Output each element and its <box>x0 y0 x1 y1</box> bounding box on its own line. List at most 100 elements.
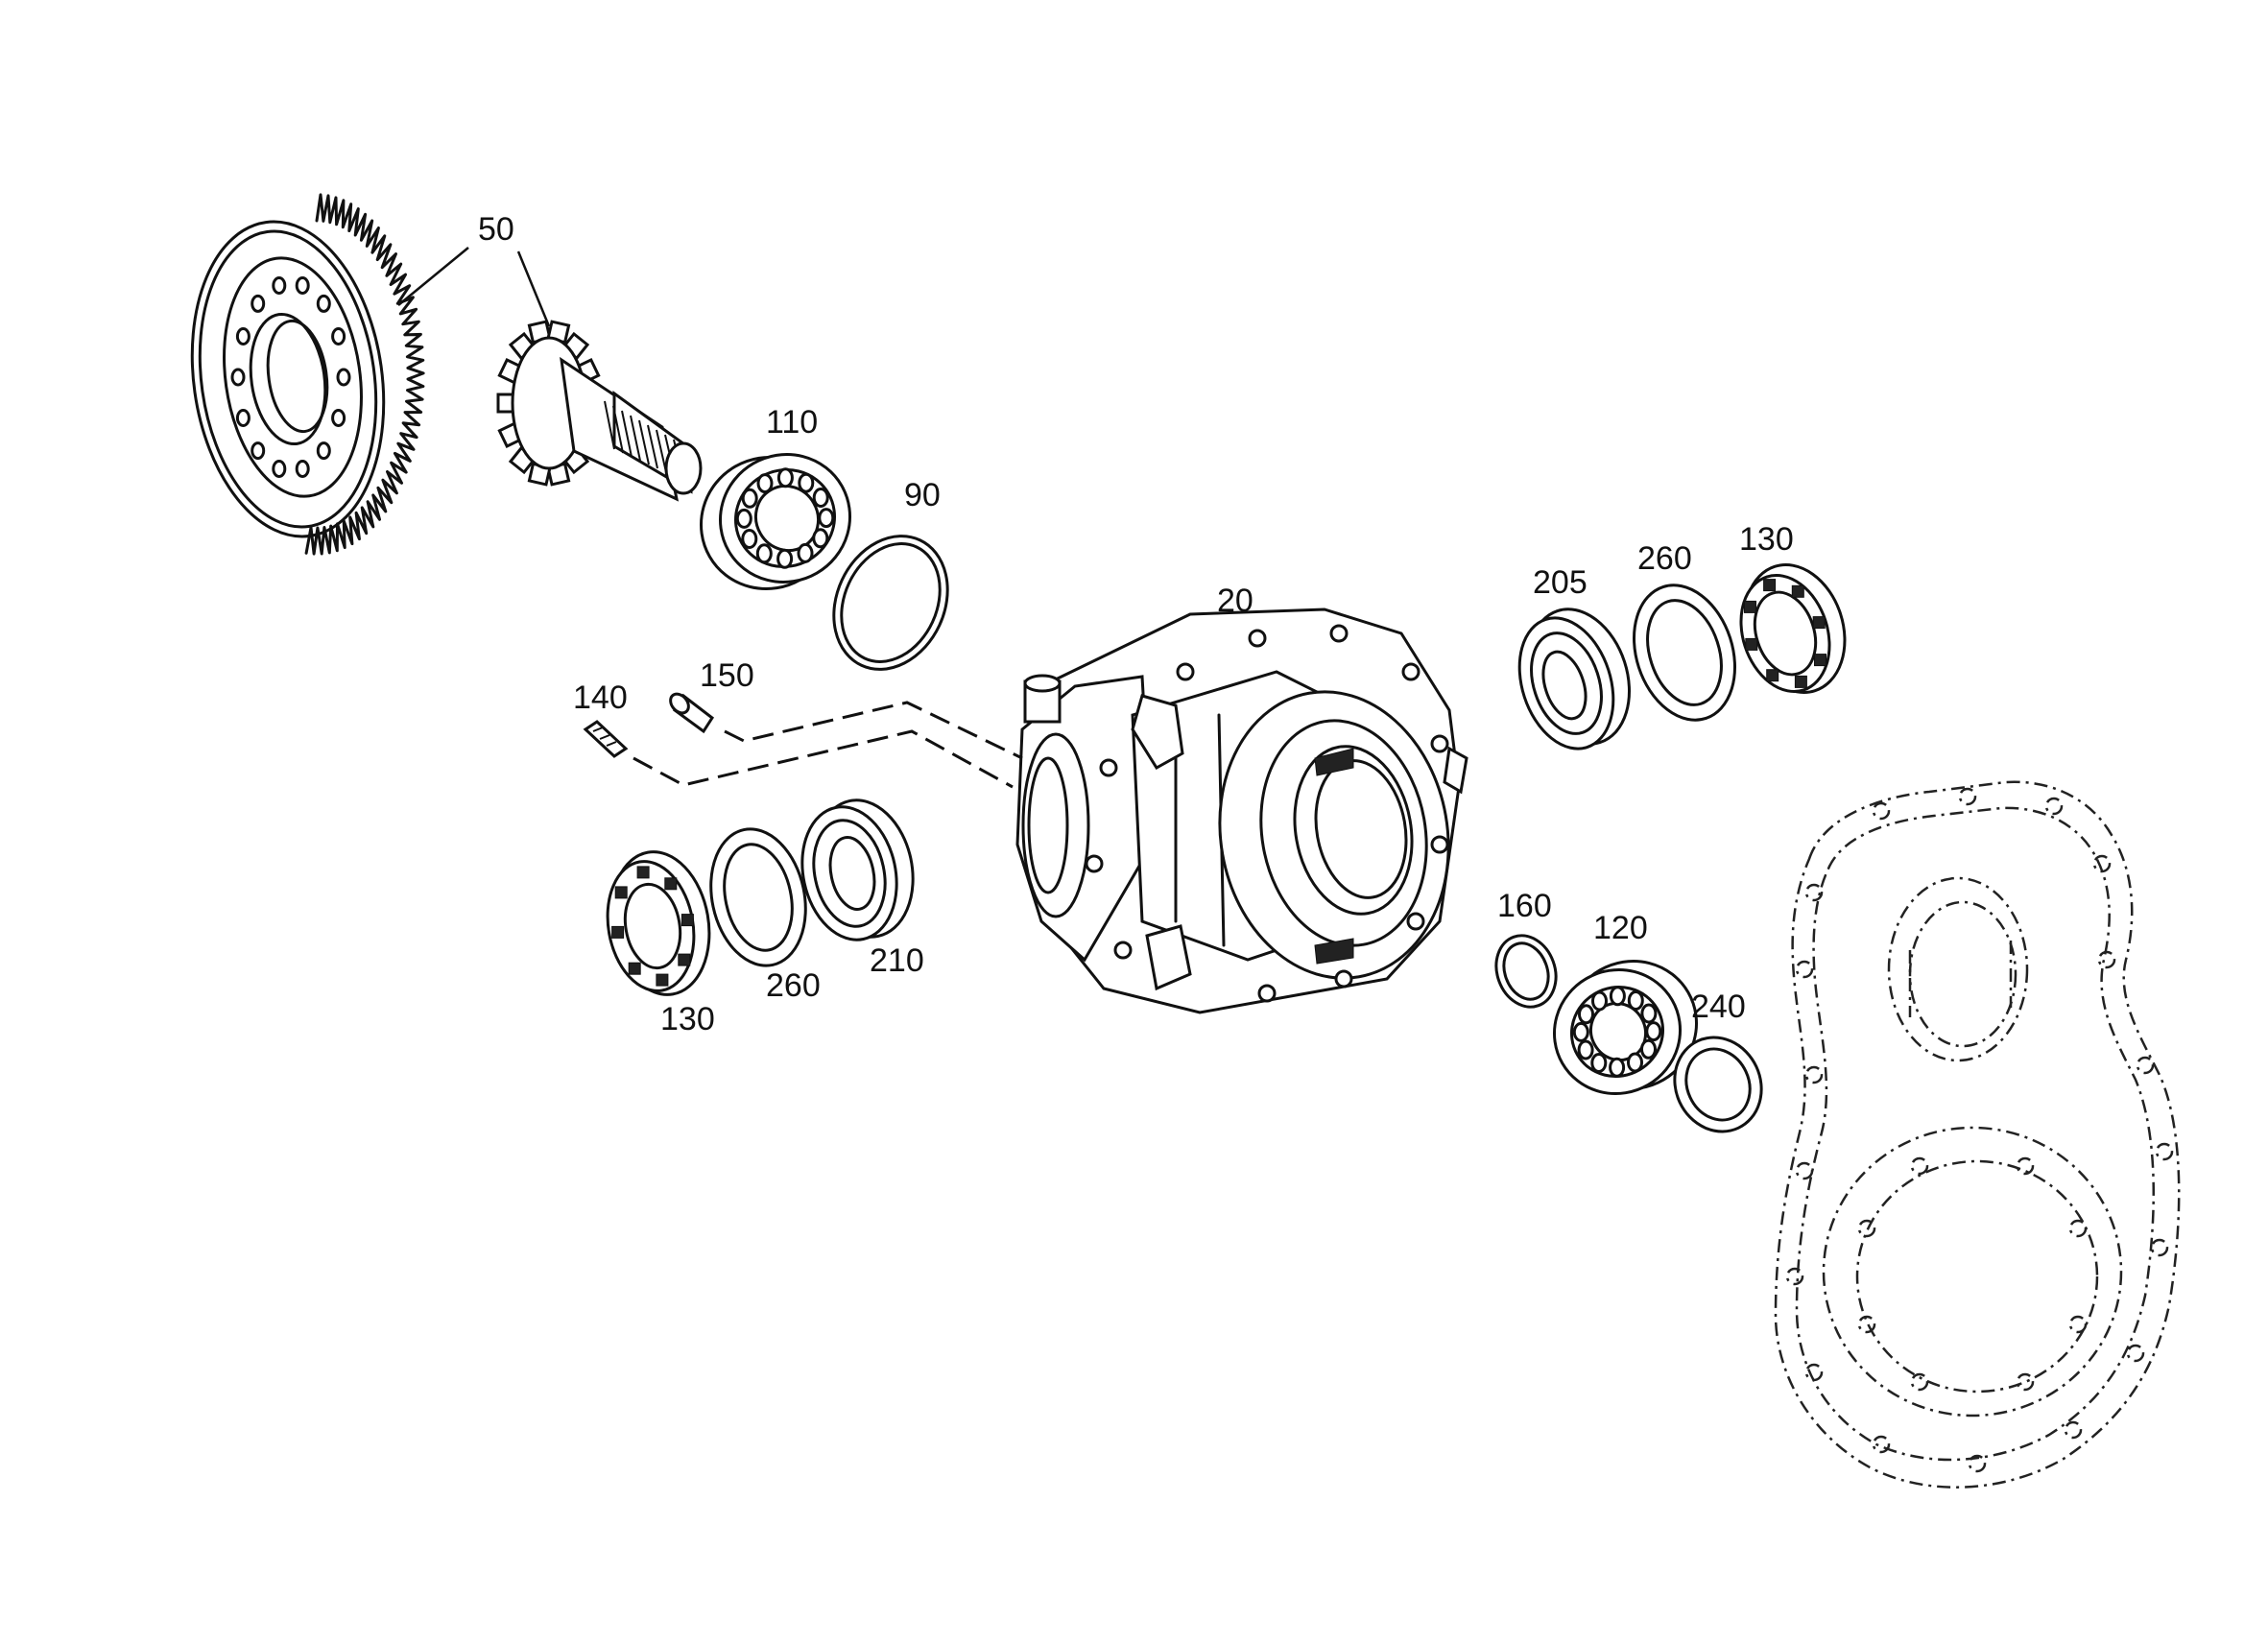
roller <box>1590 1053 1608 1073</box>
nut-slot <box>1812 616 1826 630</box>
bolt-hole <box>2097 950 2116 969</box>
bolt-hole <box>1872 801 1891 821</box>
bolt-hole <box>1857 1219 1876 1238</box>
roller <box>1627 1052 1643 1073</box>
roller <box>812 528 829 549</box>
bolt-hole <box>1795 960 1814 979</box>
nut-slot <box>1766 669 1779 682</box>
bolt-hole <box>1430 835 1449 854</box>
roller <box>735 508 752 529</box>
nut-slot <box>664 877 678 891</box>
label-20: 20 <box>1217 583 1253 619</box>
roller <box>1645 1021 1662 1042</box>
bolt-hole <box>1804 1065 1824 1084</box>
washer-240 <box>1673 1036 1763 1133</box>
roller <box>797 542 814 563</box>
nut-slot <box>611 925 625 939</box>
nut-slot <box>678 953 691 966</box>
roller <box>776 467 794 488</box>
bolt-hole <box>316 294 331 313</box>
bolt-hole <box>2016 1372 2035 1392</box>
bolt-hole <box>1257 984 1277 1003</box>
nut-slot <box>628 962 641 975</box>
bolt-hole <box>2126 1344 2145 1363</box>
pinion-shaft <box>496 320 703 502</box>
bolt-hole <box>1958 787 1977 806</box>
assembly-line-140 <box>633 729 1014 789</box>
cover-bolt-holes <box>1785 787 2174 1473</box>
nut-slot <box>1763 579 1777 592</box>
label-150: 150 <box>700 657 754 694</box>
leader-50-pinion <box>516 250 551 327</box>
bolt-hole <box>1910 1372 1929 1392</box>
bolt-hole <box>1329 624 1349 643</box>
bearing-210 <box>800 798 915 941</box>
bolt-hole <box>2150 1238 2169 1257</box>
roller <box>1640 1003 1658 1024</box>
nut-slot <box>1745 637 1758 651</box>
roller <box>812 488 829 508</box>
bolt-hole <box>1804 1363 1824 1382</box>
bolt-hole <box>1334 969 1353 989</box>
bolt-hole <box>1804 883 1824 902</box>
bolt-hole <box>295 460 310 478</box>
ring-gear-teeth <box>190 193 425 556</box>
bolt-hole <box>316 441 331 461</box>
label-130-left: 130 <box>660 1001 715 1037</box>
roller <box>1591 990 1608 1012</box>
label-205: 205 <box>1533 564 1588 601</box>
bearing-120-rollers <box>1572 986 1662 1078</box>
gear-tooth-outline <box>304 193 425 556</box>
roller <box>798 472 815 493</box>
nut-slot <box>1744 600 1756 613</box>
bolt-hole <box>272 276 287 295</box>
nut-slot <box>1791 584 1804 598</box>
bearing-race-260-left <box>709 827 807 967</box>
nut-slot <box>636 866 650 879</box>
nut-slot <box>680 914 694 927</box>
label-130-right: 130 <box>1739 521 1794 558</box>
housing-cover-phantom <box>1774 780 2181 1489</box>
spline <box>621 410 633 458</box>
label-260-right: 260 <box>1637 540 1692 577</box>
lock-nut-130-left-slots <box>611 866 694 987</box>
ring-gear <box>190 193 425 556</box>
lock-nut-130-left <box>606 850 711 996</box>
bolt-hole <box>2064 1420 2083 1440</box>
roller <box>818 508 835 529</box>
pin-150 <box>669 692 715 734</box>
bolt-hole <box>235 327 251 345</box>
bolt-hole <box>251 441 266 461</box>
spline <box>612 405 624 454</box>
nut-slot <box>656 973 669 987</box>
spline <box>604 400 615 450</box>
pin-140 <box>583 720 629 758</box>
nut-slot <box>614 886 628 899</box>
label-260-left: 260 <box>766 967 821 1004</box>
bolt-hole <box>1176 662 1195 681</box>
bearing-120 <box>1552 959 1699 1096</box>
bolt-hole <box>1857 1315 1876 1334</box>
bolt-hole <box>1401 662 1420 681</box>
gear-rim <box>190 220 386 538</box>
bolt-hole <box>2155 1142 2174 1161</box>
roller <box>1627 990 1644 1011</box>
roller <box>1609 986 1626 1007</box>
spline <box>638 419 650 465</box>
label-120: 120 <box>1593 910 1648 946</box>
differential-housing <box>1015 608 1468 1014</box>
roller <box>1609 1057 1626 1078</box>
roller <box>1577 1039 1594 1060</box>
roller <box>741 529 758 549</box>
ring-90 <box>832 535 949 671</box>
bolt-hole <box>1430 734 1449 753</box>
lock-nut-130-right-slots <box>1744 579 1826 688</box>
housing-bolt-holes <box>1085 624 1449 1003</box>
bolt-hole <box>336 368 351 387</box>
nut-slot <box>1794 675 1807 688</box>
bearing-110 <box>699 452 852 591</box>
lock-nut-130-right <box>1739 563 1847 694</box>
roller <box>756 473 774 494</box>
label-90: 90 <box>904 477 941 513</box>
roller <box>1572 1021 1589 1042</box>
